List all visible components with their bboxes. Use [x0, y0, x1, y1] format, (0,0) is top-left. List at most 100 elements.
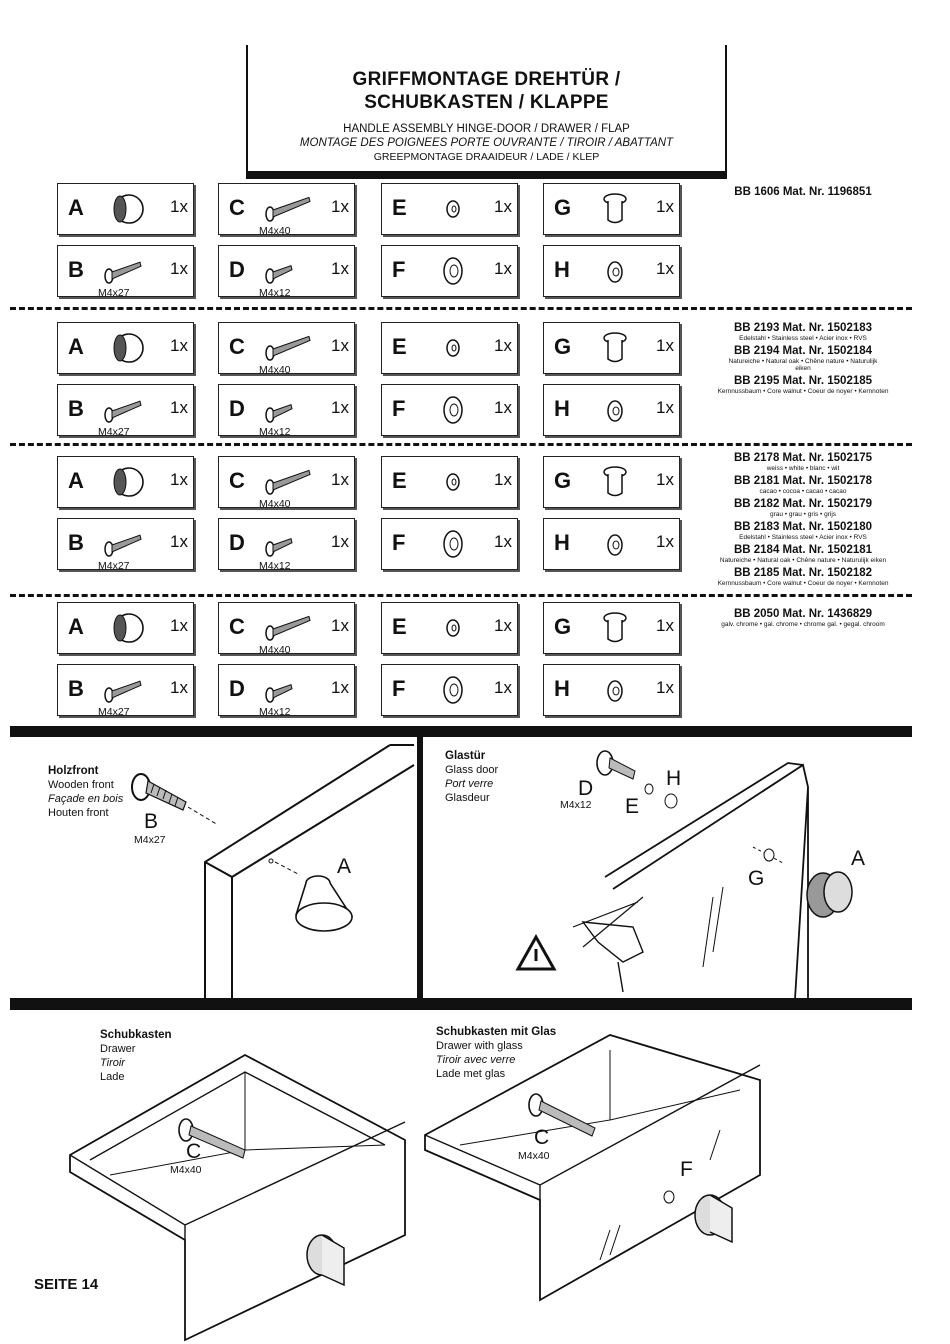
part-quantity: 1x [656, 616, 674, 635]
part-letter: C [229, 614, 245, 639]
screw-short-icon [265, 684, 293, 703]
drawer-fr: Tiroir [100, 1057, 125, 1069]
label-g: G [748, 867, 765, 890]
panel-divider [417, 737, 423, 1001]
part-letter: B [68, 257, 84, 282]
sleeve-icon [603, 466, 627, 497]
drawer-glass-de: Schubkasten mit Glas [436, 1026, 557, 1038]
article-material: Natureiche • Natural oak • Chêne nature … [728, 358, 878, 372]
screw-icon [596, 750, 636, 780]
part-quantity: 1x [331, 470, 349, 489]
article-number: BB 2182 Mat. Nr. 1502179 [733, 498, 873, 510]
drawer-label: Schubkasten Drawer Tiroir Lade [100, 1028, 172, 1084]
washer-mid-icon [607, 534, 623, 556]
part-quantity: 1x [170, 398, 188, 417]
part-quantity: 1x [331, 398, 349, 417]
washer-icon [663, 1190, 675, 1204]
washer-icon [763, 848, 775, 862]
screw-short-icon [265, 538, 293, 557]
part-size: M4x40 [259, 644, 291, 656]
part-letter: E [392, 614, 407, 639]
section-bar [10, 998, 912, 1010]
part-quantity: 1x [656, 678, 674, 697]
part-size: M4x12 [259, 706, 291, 718]
label-a: A [337, 855, 352, 878]
subtitle-nl: GREEPMONTAGE DRAAIDEUR / LADE / KLEP [373, 151, 600, 163]
part-size: M4x12 [259, 426, 291, 438]
screw-icon [528, 1093, 596, 1137]
part-quantity: 1x [494, 470, 512, 489]
label-h: H [666, 767, 682, 790]
wood-front-label: Holzfront Wooden front Façade en bois Ho… [48, 764, 123, 820]
screw-short-icon [265, 404, 293, 423]
part-size: M4x27 [98, 287, 130, 299]
glass-door-nl: Glasdeur [445, 792, 490, 804]
part-quantity: 1x [170, 336, 188, 355]
wood-front-nl: Houten front [48, 807, 109, 819]
washer-large-icon [443, 530, 463, 558]
part-letter: E [392, 334, 407, 359]
part-quantity: 1x [656, 470, 674, 489]
part-letter: C [229, 195, 245, 220]
wood-front-de: Holzfront [48, 765, 99, 777]
label-c: C [534, 1126, 550, 1149]
part-quantity: 1x [331, 532, 349, 551]
section-bar [10, 726, 912, 737]
part-letter: C [229, 334, 245, 359]
knob-icon [268, 858, 354, 932]
part-quantity: 1x [170, 470, 188, 489]
knob-icon [306, 1234, 345, 1287]
screw-long-icon [265, 335, 311, 361]
part-quantity: 1x [331, 678, 349, 697]
title-line-2: SCHUBKASTEN / KLAPPE [364, 92, 609, 113]
washer-large-icon [443, 676, 463, 704]
drawer-nl: Lade [100, 1071, 125, 1083]
washer-small-icon [446, 473, 460, 491]
part-size: M4x27 [98, 706, 130, 718]
sleeve-icon [603, 612, 627, 643]
label-a: A [851, 847, 866, 870]
label-b: B [144, 810, 159, 833]
subtitle-fr: MONTAGE DES POIGNEES PORTE OUVRANTE / TI… [299, 137, 674, 149]
part-letter: A [68, 195, 84, 220]
article-material: galv. chrome • gal. chrome • chrome gal.… [721, 621, 885, 628]
part-quantity: 1x [170, 678, 188, 697]
part-quantity: 1x [170, 616, 188, 635]
wood-front-illustration [131, 744, 415, 999]
part-quantity: 1x [331, 616, 349, 635]
wood-front-en: Wooden front [48, 779, 114, 791]
part-size: M4x12 [259, 560, 291, 572]
part-letter: C [229, 468, 245, 493]
article-number: BB 2184 Mat. Nr. 1502181 [733, 544, 873, 556]
part-letter: A [68, 614, 84, 639]
part-letter: D [229, 396, 245, 421]
article-number: BB 2194 Mat. Nr. 1502184 [733, 345, 873, 357]
label-c: C [186, 1140, 202, 1163]
part-letter: E [392, 468, 407, 493]
part-size: M4x27 [98, 560, 130, 572]
drawer-glass-fr: Tiroir avec verre [436, 1054, 516, 1066]
screw-long-icon [265, 615, 311, 641]
part-size: M4x40 [259, 225, 291, 237]
washer-mid-icon [607, 680, 623, 702]
part-letter: H [554, 676, 570, 701]
part-quantity: 1x [494, 197, 512, 216]
drawer-glass-illustration [424, 1034, 761, 1302]
part-quantity: 1x [656, 259, 674, 278]
part-letter: B [68, 676, 84, 701]
